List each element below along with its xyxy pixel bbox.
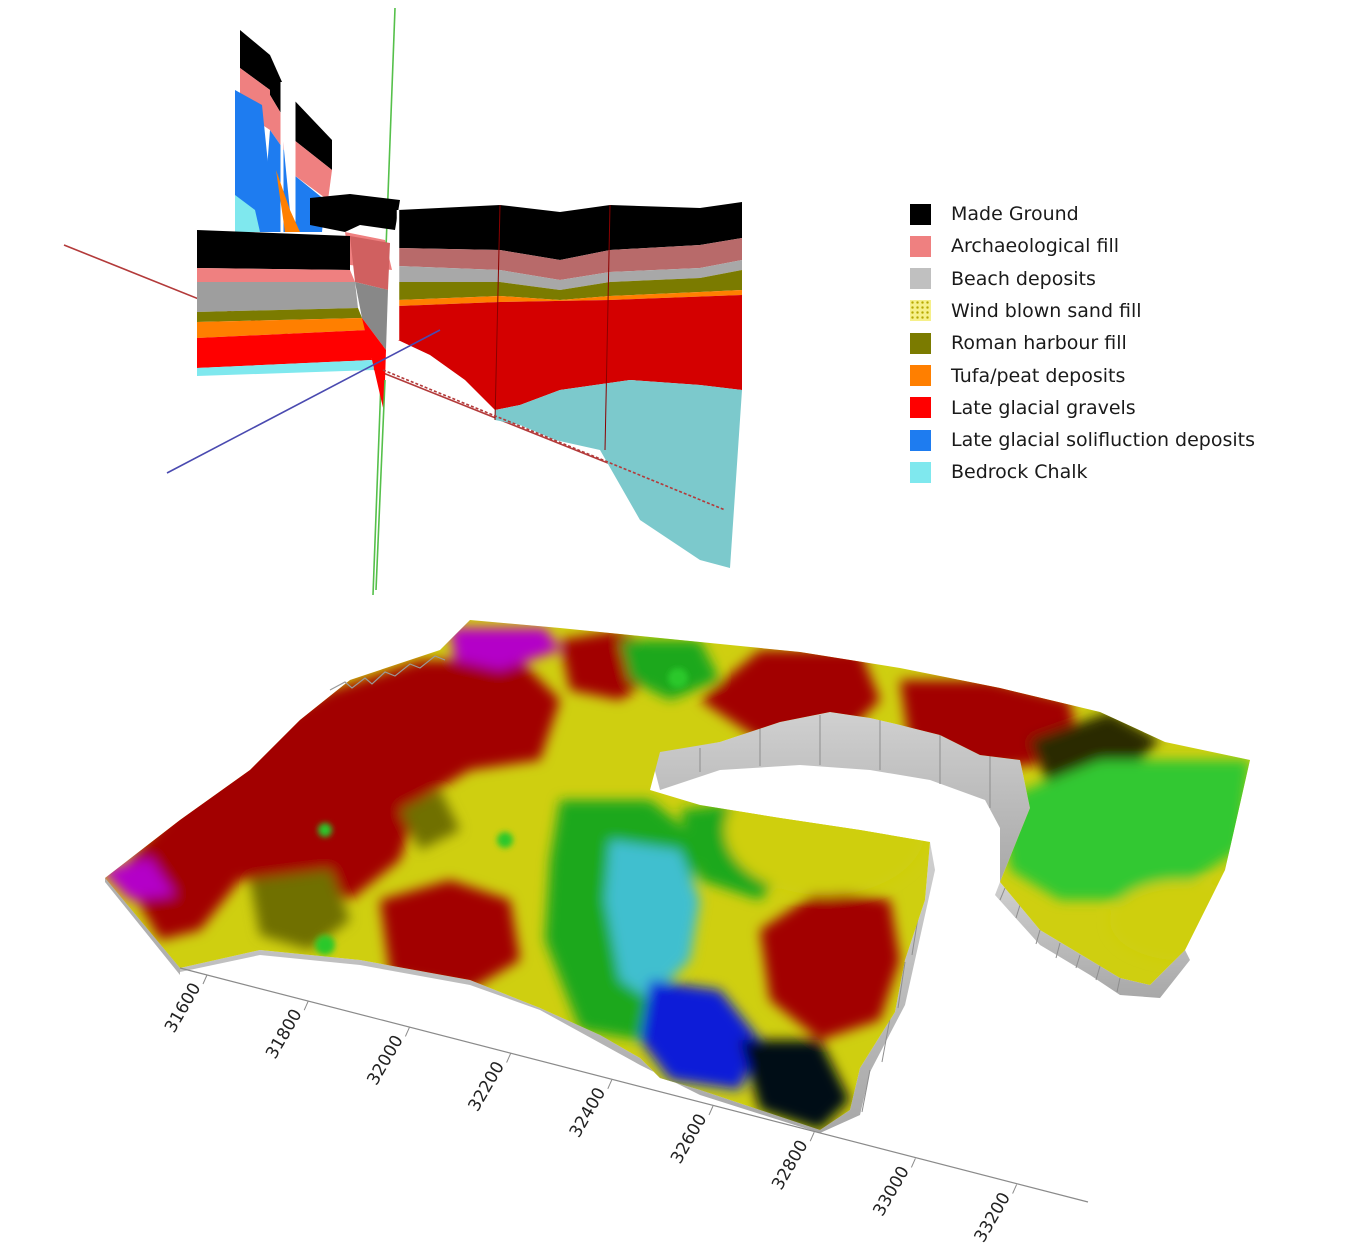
- legend-swatch: [910, 203, 931, 225]
- axis-tick: [506, 1053, 512, 1063]
- legend-swatch: [910, 235, 931, 257]
- legend-swatch: [910, 332, 931, 354]
- axis-tick: [910, 1158, 916, 1168]
- legend-item: Bedrock Chalk: [910, 458, 1088, 486]
- legend-label: Late glacial gravels: [951, 396, 1136, 419]
- legend-label: Made Ground: [951, 203, 1079, 225]
- legend-label: Bedrock Chalk: [951, 461, 1088, 484]
- tick-label: 31600: [161, 980, 205, 1037]
- legend-label: Archaeological fill: [951, 235, 1120, 258]
- axis-tick: [404, 1027, 410, 1037]
- tick-label: 32400: [566, 1084, 610, 1141]
- legend-item: Beach deposits: [910, 265, 1096, 293]
- legend-label: Tufa/peat deposits: [951, 364, 1126, 387]
- fence-diagram: [63, 7, 742, 596]
- tick-label: 33200: [971, 1189, 1015, 1243]
- legend-label: Late glacial solifluction deposits: [951, 429, 1256, 452]
- legend-item: Late glacial solifluction deposits: [910, 426, 1255, 454]
- tick-label: 32200: [465, 1058, 509, 1115]
- axis-tick: [607, 1079, 613, 1090]
- axis-tick: [202, 974, 208, 985]
- axis-tick: [303, 1000, 309, 1011]
- legend-item: Tufa/peat deposits: [910, 362, 1125, 390]
- legend-swatch: [910, 397, 931, 419]
- fence-panel-left-tall: [235, 30, 332, 232]
- axis-tick: [1012, 1184, 1018, 1194]
- fence-panel-right: [396, 202, 742, 568]
- tick-label: 32800: [768, 1137, 812, 1194]
- legend-item: Wind blown sand fill: [910, 297, 1142, 325]
- z-axis-line: [166, 329, 441, 474]
- legend-swatch: [910, 429, 931, 451]
- surface-front-wall: [105, 842, 935, 1133]
- axis-tick: [809, 1131, 815, 1142]
- legend-label: Roman harbour fill: [951, 332, 1127, 355]
- legend-label: Beach deposits: [951, 267, 1096, 290]
- tick-label: 32000: [363, 1032, 407, 1089]
- legend-swatch: [910, 300, 931, 322]
- tick-label: 32600: [667, 1111, 711, 1168]
- surface-right-wall: [995, 882, 1190, 998]
- axis-tick: [708, 1105, 714, 1116]
- surface-axis-line: [179, 967, 1089, 1203]
- legend-swatch: [910, 268, 931, 290]
- fence-panel-left-block: [197, 230, 390, 412]
- legend-item: Archaeological fill: [910, 232, 1119, 260]
- legend-swatch: [910, 365, 931, 386]
- legend-label: Wind blown sand fill: [951, 299, 1142, 322]
- tick-label: 31800: [262, 1006, 306, 1063]
- legend-swatch: [910, 461, 931, 483]
- tick-label: 33000: [869, 1163, 913, 1220]
- surface-inner-wall: [650, 712, 1030, 882]
- legend-item: Made Ground: [910, 200, 1079, 228]
- legend-item: Late glacial gravels: [910, 394, 1136, 422]
- legend-item: Roman harbour fill: [910, 329, 1127, 357]
